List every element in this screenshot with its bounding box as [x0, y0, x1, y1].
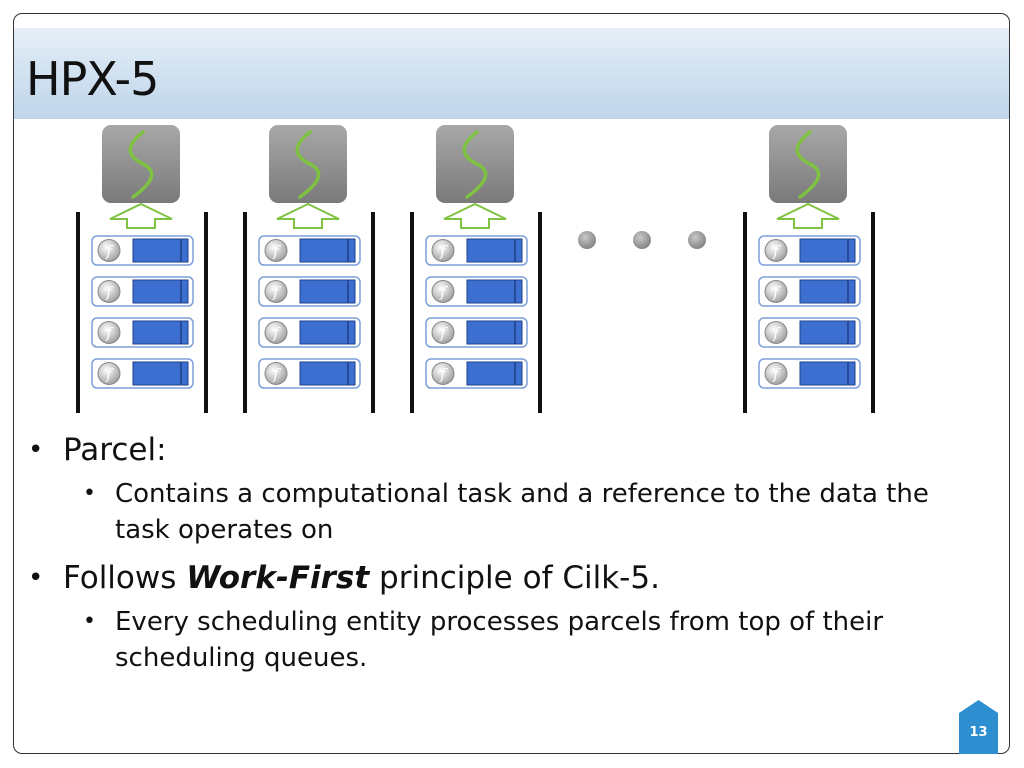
parcel: f: [258, 235, 361, 266]
function-f-icon: [764, 362, 788, 385]
parcel: f: [91, 317, 194, 348]
parcel-glyph: f: [772, 242, 781, 260]
function-f-icon: [264, 280, 288, 303]
function-f-icon: [431, 362, 455, 385]
parcel-glyph: f: [772, 324, 781, 342]
sub-bullet-scheduling: •Every scheduling entity processes parce…: [83, 607, 884, 673]
ellipsis-dots: [578, 231, 706, 249]
parcel: f: [758, 358, 861, 389]
scheduling-queue: f f f f: [410, 125, 542, 413]
function-f-icon: [97, 321, 121, 344]
data-block: [799, 361, 856, 386]
function-f-icon: [764, 239, 788, 262]
up-arrow-icon: [109, 202, 173, 229]
parcel-glyph: f: [439, 242, 448, 260]
page-number: 13: [969, 725, 988, 740]
ellipsis-dot: [633, 231, 651, 249]
function-f-icon: [764, 321, 788, 344]
parcel-glyph: f: [272, 365, 281, 383]
scheduler-diagram: f f f f f f f f f f f f f f f f: [76, 125, 875, 413]
function-f-icon: [264, 362, 288, 385]
data-block: [132, 279, 189, 304]
bullet-list: •Parcel: •Contains a computational task …: [28, 430, 988, 676]
parcel: f: [258, 317, 361, 348]
parcel-glyph: f: [105, 283, 114, 301]
parcel-glyph: f: [105, 324, 114, 342]
function-f-icon: [264, 321, 288, 344]
parcel-glyph: f: [272, 283, 281, 301]
parcel-glyph: f: [439, 324, 448, 342]
parcel: f: [425, 317, 528, 348]
thread-squiggle-icon: [102, 125, 180, 203]
data-block: [299, 320, 356, 345]
data-block: [466, 320, 523, 345]
function-f-icon: [97, 280, 121, 303]
parcel: f: [258, 276, 361, 307]
data-block: [799, 320, 856, 345]
bullet-parcel: •Parcel:: [28, 432, 167, 468]
data-block: [132, 361, 189, 386]
parcel: f: [425, 276, 528, 307]
queue-wall: [538, 212, 542, 413]
parcel: f: [91, 276, 194, 307]
title-band: HPX-5: [14, 28, 1009, 119]
data-block: [132, 320, 189, 345]
parcel: f: [758, 276, 861, 307]
parcel-glyph: f: [272, 324, 281, 342]
thread-squiggle-icon: [436, 125, 514, 203]
parcel-glyph: f: [439, 365, 448, 383]
data-block: [799, 279, 856, 304]
function-f-icon: [431, 321, 455, 344]
parcel-glyph: f: [772, 365, 781, 383]
up-arrow-icon: [776, 202, 840, 229]
function-f-icon: [431, 280, 455, 303]
parcel: f: [758, 235, 861, 266]
data-block: [466, 279, 523, 304]
up-arrow-icon: [443, 202, 507, 229]
data-block: [132, 238, 189, 263]
function-f-icon: [97, 239, 121, 262]
queue-wall: [371, 212, 375, 413]
slide-title: HPX-5: [26, 52, 159, 106]
ellipsis-dot: [688, 231, 706, 249]
queue-wall: [76, 212, 80, 413]
parcel: f: [425, 358, 528, 389]
parcel: f: [91, 235, 194, 266]
queue-wall: [743, 212, 747, 413]
page-number-badge: [959, 700, 998, 754]
parcel-glyph: f: [439, 283, 448, 301]
scheduling-queue: f f f f: [743, 125, 875, 413]
thread-squiggle-icon: [769, 125, 847, 203]
parcel: f: [758, 317, 861, 348]
data-block: [799, 238, 856, 263]
parcel: f: [91, 358, 194, 389]
bullet-work-first: • Follows Work-First principle of Cilk-5…: [28, 560, 660, 596]
thread-squiggle-icon: [269, 125, 347, 203]
data-block: [466, 238, 523, 263]
data-block: [299, 238, 356, 263]
parcel-glyph: f: [105, 365, 114, 383]
queue-wall: [410, 212, 414, 413]
data-block: [299, 361, 356, 386]
parcel-glyph: f: [272, 242, 281, 260]
ellipsis-dot: [578, 231, 596, 249]
scheduling-queue: f f f f: [76, 125, 208, 413]
data-block: [299, 279, 356, 304]
scheduling-queue: f f f f: [243, 125, 375, 413]
queue-wall: [204, 212, 208, 413]
function-f-icon: [431, 239, 455, 262]
parcel: f: [425, 235, 528, 266]
parcel-glyph: f: [772, 283, 781, 301]
queue-wall: [871, 212, 875, 413]
work-first-emphasis: Work-First: [186, 560, 370, 596]
function-f-icon: [264, 239, 288, 262]
function-f-icon: [764, 280, 788, 303]
sub-bullet-parcel-desc: •Contains a computational task and a ref…: [83, 479, 929, 545]
function-f-icon: [97, 362, 121, 385]
parcel-glyph: f: [105, 242, 114, 260]
data-block: [466, 361, 523, 386]
up-arrow-icon: [276, 202, 340, 229]
parcel: f: [258, 358, 361, 389]
queue-wall: [243, 212, 247, 413]
